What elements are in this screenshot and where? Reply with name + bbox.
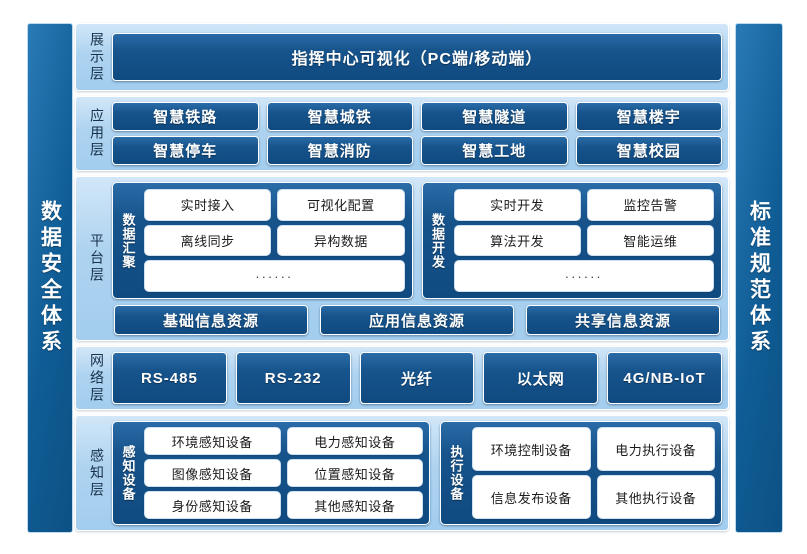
perception-item[interactable]: 环境感知设备 xyxy=(144,427,281,455)
layer-perception: 感知层 感知设备 环境感知设备 电力感知设备 图像感知设备 位置感知设备 身份感… xyxy=(75,415,729,531)
platform-item[interactable]: 算法开发 xyxy=(453,224,581,257)
layer-network-body: RS-485 RS-232 光纤 以太网 4G/NB-IoT xyxy=(112,352,722,404)
left-pillar-label: 数据安全体系 xyxy=(38,200,62,356)
perception-item[interactable]: 位置感知设备 xyxy=(286,459,423,487)
network-item[interactable]: 光纤 xyxy=(359,352,475,404)
application-item[interactable]: 智慧工地 xyxy=(421,136,568,165)
platform-group-data-aggregation: 数据汇聚 实时接入 可视化配置 离线同步 异构数据 ······ xyxy=(112,182,413,299)
platform-resources-row: 基础信息资源 应用信息资源 共享信息资源 xyxy=(112,305,722,335)
perception-item[interactable]: 其他执行设备 xyxy=(596,475,715,519)
platform-item[interactable]: 异构数据 xyxy=(277,224,405,257)
perception-group-grid: 环境控制设备 电力执行设备 信息发布设备 其他执行设备 xyxy=(472,427,715,519)
platform-item[interactable]: 智能运维 xyxy=(586,224,714,257)
platform-resource-item[interactable]: 基础信息资源 xyxy=(114,305,308,335)
platform-group-grid: 实时开发 监控告警 算法开发 智能运维 ······ xyxy=(453,189,714,292)
application-item[interactable]: 智慧校园 xyxy=(575,136,722,165)
application-item[interactable]: 智慧城铁 xyxy=(266,102,413,131)
platform-group-grid: 实时接入 可视化配置 离线同步 异构数据 ······ xyxy=(144,189,405,292)
right-pillar-standard-specification: 标准规范体系 xyxy=(735,23,783,533)
network-grid: RS-485 RS-232 光纤 以太网 4G/NB-IoT xyxy=(112,352,722,404)
perception-group-label: 执行设备 xyxy=(448,445,464,501)
layer-perception-body: 感知设备 环境感知设备 电力感知设备 图像感知设备 位置感知设备 身份感知设备 … xyxy=(112,421,722,525)
application-item[interactable]: 智慧楼宇 xyxy=(575,102,722,131)
layer-presentation: 展示层 指挥中心可视化（PC端/移动端） xyxy=(75,23,729,91)
perception-item[interactable]: 电力感知设备 xyxy=(286,427,423,455)
perception-item[interactable]: 其他感知设备 xyxy=(286,491,423,519)
perception-group-grid: 环境感知设备 电力感知设备 图像感知设备 位置感知设备 身份感知设备 其他感知设… xyxy=(144,427,423,519)
layer-presentation-label: 展示层 xyxy=(89,31,105,83)
platform-item[interactable]: 实时开发 xyxy=(453,189,581,221)
layer-perception-label: 感知层 xyxy=(89,447,105,499)
platform-item-more[interactable]: ······ xyxy=(453,260,714,292)
layer-platform-body: 数据汇聚 实时接入 可视化配置 离线同步 异构数据 ······ 数据开发 实时… xyxy=(112,182,722,335)
platform-groups: 数据汇聚 实时接入 可视化配置 离线同步 异构数据 ······ 数据开发 实时… xyxy=(112,182,722,299)
platform-group-data-development: 数据开发 实时开发 监控告警 算法开发 智能运维 ······ xyxy=(421,182,722,299)
application-item[interactable]: 智慧铁路 xyxy=(112,102,259,131)
layer-network-label: 网络层 xyxy=(89,352,105,404)
platform-resource-item[interactable]: 共享信息资源 xyxy=(526,305,720,335)
layer-platform-label: 平台层 xyxy=(89,233,105,284)
platform-resource-item[interactable]: 应用信息资源 xyxy=(320,305,514,335)
layer-stack: 展示层 指挥中心可视化（PC端/移动端） 应用层 智慧铁路 智慧城铁 智慧隧道 … xyxy=(75,23,729,531)
platform-group-label: 数据汇聚 xyxy=(120,212,136,269)
layer-presentation-body: 指挥中心可视化（PC端/移动端） xyxy=(112,29,722,85)
network-item[interactable]: RS-232 xyxy=(235,352,351,404)
network-item[interactable]: 4G/NB-IoT xyxy=(607,352,722,404)
perception-group-label: 感知设备 xyxy=(120,445,136,501)
perception-item[interactable]: 环境控制设备 xyxy=(472,427,591,471)
application-item[interactable]: 智慧停车 xyxy=(112,136,259,165)
platform-item[interactable]: 离线同步 xyxy=(144,224,272,257)
layer-platform: 平台层 数据汇聚 实时接入 可视化配置 离线同步 异构数据 ······ xyxy=(75,176,729,341)
application-item[interactable]: 智慧隧道 xyxy=(421,102,568,131)
layer-network: 网络层 RS-485 RS-232 光纤 以太网 4G/NB-IoT xyxy=(75,346,729,410)
platform-item-more[interactable]: ······ xyxy=(144,260,405,292)
platform-item[interactable]: 可视化配置 xyxy=(277,189,405,221)
layer-application-body: 智慧铁路 智慧城铁 智慧隧道 智慧楼宇 智慧停车 智慧消防 智慧工地 智慧校园 xyxy=(112,102,722,165)
layer-application: 应用层 智慧铁路 智慧城铁 智慧隧道 智慧楼宇 智慧停车 智慧消防 智慧工地 智… xyxy=(75,96,729,171)
presentation-command-center-box[interactable]: 指挥中心可视化（PC端/移动端） xyxy=(112,33,722,81)
network-item[interactable]: 以太网 xyxy=(483,352,599,404)
platform-item[interactable]: 监控告警 xyxy=(586,189,714,221)
perception-group-actuator-devices: 执行设备 环境控制设备 电力执行设备 信息发布设备 其他执行设备 xyxy=(440,421,722,525)
right-pillar-label: 标准规范体系 xyxy=(747,200,771,356)
platform-group-label: 数据开发 xyxy=(430,212,445,269)
network-item[interactable]: RS-485 xyxy=(112,352,227,404)
layer-application-label: 应用层 xyxy=(89,108,105,159)
perception-item[interactable]: 电力执行设备 xyxy=(596,427,715,471)
perception-group-sensing-devices: 感知设备 环境感知设备 电力感知设备 图像感知设备 位置感知设备 身份感知设备 … xyxy=(112,421,430,525)
left-pillar-data-security: 数据安全体系 xyxy=(27,23,73,533)
application-item[interactable]: 智慧消防 xyxy=(266,136,413,165)
perception-item[interactable]: 信息发布设备 xyxy=(472,475,591,519)
perception-groups: 感知设备 环境感知设备 电力感知设备 图像感知设备 位置感知设备 身份感知设备 … xyxy=(112,421,722,525)
application-grid: 智慧铁路 智慧城铁 智慧隧道 智慧楼宇 智慧停车 智慧消防 智慧工地 智慧校园 xyxy=(112,102,722,165)
perception-item[interactable]: 身份感知设备 xyxy=(144,491,281,519)
platform-item[interactable]: 实时接入 xyxy=(144,189,272,221)
perception-item[interactable]: 图像感知设备 xyxy=(144,459,281,487)
